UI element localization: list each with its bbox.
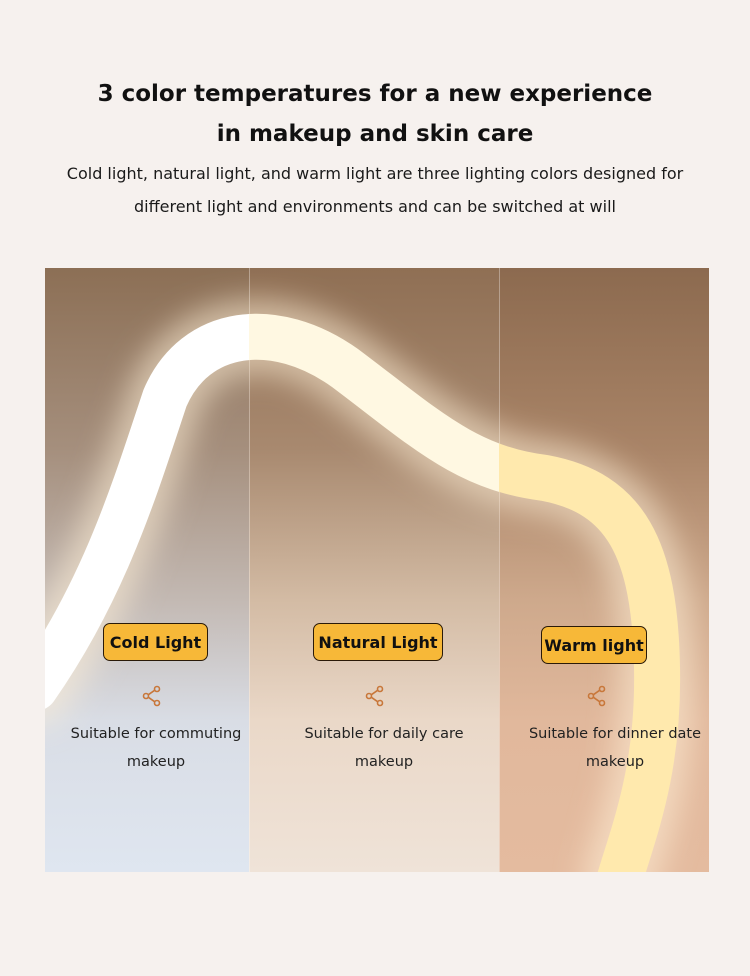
natural-desc-line-2: makeup — [354, 754, 414, 770]
warm-light-description: Suitable for dinner date makeup — [515, 720, 709, 776]
cold-light-label: Cold Light — [103, 623, 208, 661]
warm-light-label: Warm light — [541, 626, 647, 664]
title-line-1: 3 color temperatures for a new experienc… — [97, 81, 653, 107]
light-strip-image — [45, 299, 695, 872]
page-subtitle: Cold light, natural light, and warm ligh… — [0, 157, 750, 223]
page-title: 3 color temperatures for a new experienc… — [0, 74, 750, 154]
light-comparison-panel: Cold Light Suitable for commuting makeup… — [45, 268, 709, 872]
natural-light-description: Suitable for daily care makeup — [269, 720, 499, 776]
cold-desc-line-2: makeup — [126, 754, 186, 770]
warm-desc-line-2: makeup — [585, 754, 645, 770]
share-icon — [142, 685, 161, 707]
share-icon — [365, 685, 384, 707]
cold-light-description: Suitable for commuting makeup — [45, 720, 267, 776]
subtitle-line-1: Cold light, natural light, and warm ligh… — [66, 164, 684, 183]
natural-light-label: Natural Light — [313, 623, 443, 661]
share-icon — [587, 685, 606, 707]
cold-desc-line-1: Suitable for commuting — [70, 726, 242, 742]
natural-desc-line-1: Suitable for daily care — [304, 726, 464, 742]
subtitle-line-2: different light and environments and can… — [134, 197, 616, 216]
warm-desc-line-1: Suitable for dinner date — [528, 726, 702, 742]
title-line-2: in makeup and skin care — [216, 121, 534, 147]
